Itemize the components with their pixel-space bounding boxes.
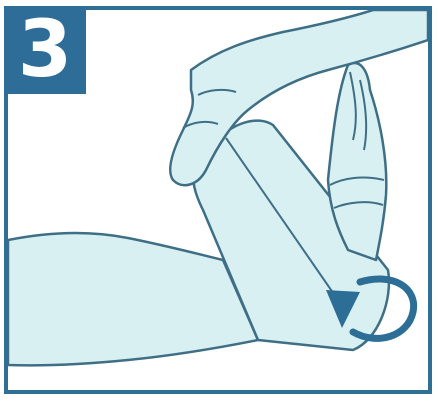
step-badge: 3 xyxy=(4,6,86,94)
step-number: 3 xyxy=(18,11,72,89)
